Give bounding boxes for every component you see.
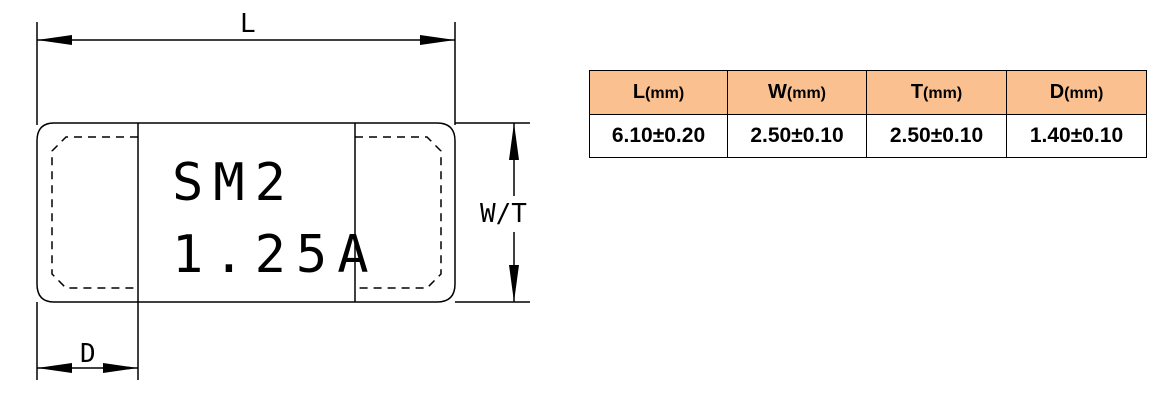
header-w: W(mm): [727, 70, 867, 115]
dimensions-table: L(mm) W(mm) T(mm) D(mm) 6.10±0.20 2.50±0…: [589, 70, 1147, 158]
wt-arrow-top: [509, 123, 519, 160]
left-terminal-inner: [51, 136, 138, 289]
d-arrow-right: [103, 363, 138, 373]
header-t: T(mm): [866, 70, 1007, 115]
dimensions-value-row: 6.10±0.20 2.50±0.10 2.50±0.10 1.40±0.10: [589, 114, 1147, 158]
fuse-dimension-drawing: L W/T D SM2 1.25A: [36, 9, 530, 380]
value-l: 6.10±0.20: [589, 114, 728, 158]
l-arrow-left: [37, 35, 72, 45]
dimensions-header-row: L(mm) W(mm) T(mm) D(mm): [589, 70, 1147, 115]
fuse-body-outline: [36, 122, 456, 303]
terminal-label: D: [80, 339, 96, 369]
right-terminal-inner: [355, 136, 442, 289]
value-t: 2.50±0.10: [866, 114, 1007, 158]
header-l: L(mm): [589, 70, 728, 115]
value-w: 2.50±0.10: [727, 114, 867, 158]
d-arrow-left: [37, 363, 72, 373]
value-d: 1.40±0.10: [1006, 114, 1147, 158]
width-thickness-label: W/T: [480, 199, 527, 229]
length-label: L: [240, 9, 256, 39]
l-arrow-right: [420, 35, 455, 45]
wt-arrow-bottom: [509, 265, 519, 302]
header-d: D(mm): [1006, 70, 1147, 115]
marking-line-2: 1.25A: [172, 225, 379, 285]
marking-line-1: SM2: [172, 153, 296, 213]
